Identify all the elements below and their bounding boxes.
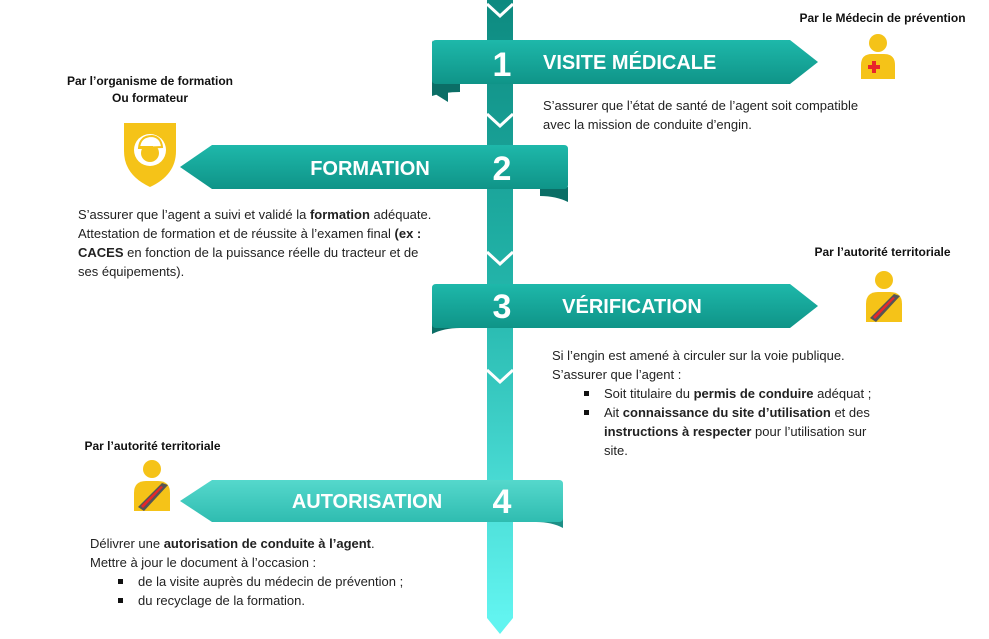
step-3-number: 3: [493, 288, 512, 326]
step-3-bullet-2-f: site.: [604, 443, 628, 458]
step-1-title: VISITE MÉDICALE: [543, 51, 716, 74]
doctor-icon: [861, 34, 895, 79]
step-2-banner: 2 FORMATION: [180, 145, 568, 202]
step-4-description: Délivrer une autorisation de conduite à …: [90, 534, 490, 610]
step-4-title: AUTORISATION: [292, 491, 442, 513]
step-4-number: 4: [493, 483, 512, 521]
step-4-line1-a: Délivrer une: [90, 536, 164, 551]
step-4-banner: 4 AUTORISATION: [180, 480, 563, 528]
step-4-bullet-1: de la visite auprès du médecin de préven…: [110, 572, 490, 591]
step-4-bullet-2: du recyclage de la formation.: [110, 591, 490, 610]
step-2-line3-b: en fonction de la puissance réelle du tr…: [123, 245, 419, 260]
step-4-bullets: de la visite auprès du médecin de préven…: [110, 572, 490, 610]
step-2-role-line1: Par l’organisme de formation: [66, 74, 234, 88]
step-3-bullet-2-a: Ait: [604, 405, 623, 420]
step-3-role: Par l’autorité territoriale: [814, 245, 951, 259]
step-2-description: S’assurer que l’agent a suivi et validé …: [78, 205, 488, 281]
step-1-line2: avec la mission de conduite d’engin.: [543, 117, 752, 132]
step-1-number: 1: [493, 46, 512, 84]
official-icon-step-3: [866, 271, 902, 322]
step-2-title: FORMATION: [310, 158, 430, 180]
step-2-line3: CACES en fonction de la puissance réelle…: [78, 243, 488, 262]
step-1-banner: 1 VISITE MÉDICALE: [432, 40, 818, 102]
step-1-description: S’assurer que l’état de santé de l’agent…: [543, 96, 943, 134]
step-1-line1: S’assurer que l’état de santé de l’agent…: [543, 98, 859, 113]
step-3-bullets: Soit titulaire du permis de conduire adé…: [576, 384, 932, 460]
step-3-line1: Si l’engin est amené à circuler sur la v…: [552, 348, 845, 363]
step-2-line2: Attestation de formation et de réussite …: [78, 224, 488, 243]
step-2-role: Par l’organisme de formation Ou formateu…: [40, 73, 260, 107]
step-3-banner: 3 VÉRIFICATION: [432, 284, 818, 334]
step-2-line3-bold: CACES: [78, 245, 124, 260]
step-3-bullet-1: Soit titulaire du permis de conduire adé…: [576, 384, 932, 403]
step-2-line1-c: adéquate.: [369, 207, 432, 222]
step-2-number: 2: [493, 150, 512, 188]
step-2-line2-bold: (ex :: [394, 226, 422, 241]
step-3-description: Si l’engin est amené à circuler sur la v…: [552, 346, 932, 460]
step-2-line1-a: S’assurer que l’agent a suivi et validé …: [78, 207, 310, 222]
step-3-bullet-2-e: pour l’utilisation sur: [751, 424, 867, 439]
step-3-bullet-1-a: Soit titulaire du: [604, 386, 694, 401]
step-2-line1-bold: formation: [309, 207, 370, 222]
step-4-role: Par l’autorité territoriale: [84, 439, 221, 453]
step-4-line1-bold: autorisation de conduite à l’agent: [163, 536, 372, 551]
step-4-line1-c: .: [371, 536, 375, 551]
step-3-bullet-1-c: adéquat ;: [813, 386, 872, 401]
step-3-bullet-2-c: et des: [830, 405, 870, 420]
step-1-role: Par le Médecin de prévention: [799, 11, 966, 25]
step-3-bullet-1-bold: permis de conduire: [693, 386, 814, 401]
step-2-line4: ses équipements).: [78, 264, 185, 279]
step-3-line2: S’assurer que l’agent :: [552, 367, 682, 382]
step-3-title: VÉRIFICATION: [562, 295, 702, 318]
official-icon-step-4: [134, 460, 170, 511]
step-2-line1: S’assurer que l’agent a suivi et validé …: [78, 205, 488, 224]
step-4-line1: Délivrer une autorisation de conduite à …: [90, 534, 490, 553]
step-3-bullet-2: Ait connaissance du site d’utilisation e…: [576, 403, 932, 460]
step-2-role-line2: Ou formateur: [111, 91, 188, 105]
step-3-bullet-2-bold2: instructions à respecter: [604, 424, 752, 439]
step-3-bullet-2-bold1: connaissance du site d’utilisation: [622, 405, 831, 420]
step-2-line2-a: Attestation de formation et de réussite …: [78, 226, 395, 241]
step-4-line2: Mettre à jour le document à l’occasion :: [90, 555, 317, 570]
trainer-shield-icon: [124, 123, 176, 187]
